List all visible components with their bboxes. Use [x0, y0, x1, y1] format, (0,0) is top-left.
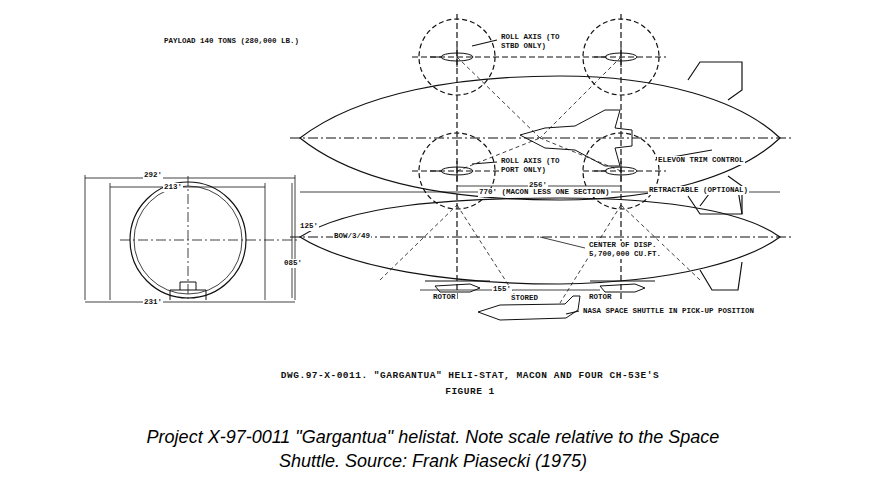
- payload-note: PAYLOAD 140 TONS (280,000 LB.): [163, 37, 300, 46]
- dimension-line: [85, 302, 295, 303]
- axis-label: ROLL AXIS (TO PORT ONLY): [500, 157, 580, 175]
- volume-note: CENTER OF DISP. 5,700,000 CU.FT.: [588, 241, 662, 259]
- axis-label: ROLL AXIS (TO STBD ONLY): [500, 33, 577, 51]
- drawing-title: DWG.97-X-0011. "GARGANTUA" HELI-STAT, MA…: [280, 370, 660, 382]
- figure-caption: Project X-97-0011 "Gargantua" helistat. …: [138, 425, 728, 473]
- dimension-label: 770' (MACON LESS ONE SECTION): [478, 188, 611, 197]
- dimension-label: 231': [143, 298, 163, 307]
- leader-line: [472, 40, 497, 46]
- part-label: NASA SPACE SHUTTLE IN PICK-UP POSITION: [582, 307, 755, 316]
- dimension-line: [85, 178, 295, 179]
- figure-number: FIGURE 1: [444, 386, 496, 398]
- dimension-line: [110, 187, 265, 188]
- part-label: ROTOR: [588, 293, 613, 302]
- leader-line: [472, 162, 497, 164]
- control-label: ELEVON TRIM CONTROL: [657, 156, 745, 165]
- tail-fin: [688, 62, 742, 100]
- dimension-line: [292, 183, 293, 298]
- dimension-label: 125': [299, 222, 319, 231]
- dimension-label: 292': [143, 171, 163, 180]
- dimension-label: 213': [163, 183, 183, 192]
- hull-side: [300, 198, 780, 284]
- part-label: ROTOR: [432, 293, 457, 302]
- roll-axis: [412, 56, 666, 57]
- part-label: STORED: [510, 294, 539, 303]
- dimension-label: 085': [283, 259, 303, 268]
- helicopter-front: [170, 282, 206, 300]
- leader-line: [566, 311, 579, 314]
- helicopter-plan: [430, 47, 637, 181]
- tail-fin: [700, 262, 742, 290]
- leader-line: [540, 237, 585, 248]
- station-label: BOW/3/49: [333, 232, 371, 241]
- part-label: RETRACTABLE (OPTIONAL): [648, 186, 749, 195]
- dimension-label: 155': [492, 285, 512, 294]
